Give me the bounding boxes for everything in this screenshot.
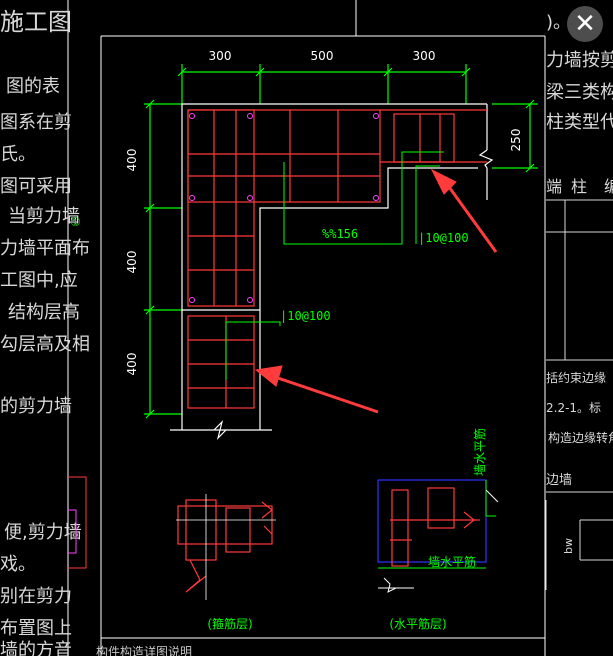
dim-top-1: 300 xyxy=(209,49,232,63)
detail-horizontal-bar-label: 墙水平筋 xyxy=(428,554,476,569)
dim-left-1: 400 xyxy=(125,149,139,172)
table-header-cell: 编 xyxy=(604,177,613,196)
left-bracket-marks xyxy=(68,476,87,569)
right-panel-note: 2.2-1。标 xyxy=(546,401,601,415)
left-panel-line: 工图中,应 xyxy=(0,270,78,291)
table-header-cell: 柱 xyxy=(571,177,587,196)
callout-stirrup-top: |10@100 xyxy=(418,231,469,245)
callout-leaders xyxy=(225,151,444,380)
callout-156: %%156 xyxy=(322,227,358,241)
left-panel-title: 施工图 xyxy=(0,8,72,36)
dimension-lines xyxy=(144,64,538,419)
callout-texts: %%156 |10@100 |10@100 xyxy=(280,227,469,323)
left-panel: 施工图 图的表 图系在剪 氏。 图可采用 当剪力墙 力墙平面布 工图中,应 结构… xyxy=(0,8,90,656)
right-panel-table-lines xyxy=(545,199,613,590)
left-panel-line: 墙的方音 xyxy=(0,640,72,656)
wall-outline xyxy=(170,103,494,440)
rebar-plan xyxy=(187,109,487,409)
sheet-frame xyxy=(67,0,546,656)
right-panel-line: 梁三类构件 xyxy=(546,82,613,103)
left-panel-line: 便,剪力墙 xyxy=(4,522,82,543)
detail-stirrup-layer xyxy=(177,499,273,593)
right-panel-bw-label: bw xyxy=(562,538,575,554)
close-icon: ✕ xyxy=(574,9,596,39)
close-button[interactable]: ✕ xyxy=(567,6,603,42)
left-panel-line: 氏。 xyxy=(0,144,36,165)
right-panel-top-mark: )。 xyxy=(546,12,571,33)
detail-horizontal-layer xyxy=(377,479,499,593)
left-panel-line: 戏。 xyxy=(0,554,36,575)
left-panel-line: 别在剪力 xyxy=(0,586,72,607)
right-panel-wall-label: 边墙 xyxy=(546,473,572,488)
dim-top-2: 500 xyxy=(311,49,334,63)
right-panel-line: 柱类型代 xyxy=(546,112,613,133)
dim-right: 250 xyxy=(509,129,523,152)
left-panel-line: 图系在剪 xyxy=(0,112,72,133)
detail-stirrup-outline xyxy=(176,494,276,600)
table-header-cell: 端 xyxy=(546,177,562,196)
dim-top-3: 300 xyxy=(413,49,436,63)
left-panel-line: 图可采用 xyxy=(0,176,72,197)
corner-bars xyxy=(189,113,379,303)
left-panel-line: 结构层高 xyxy=(8,302,80,323)
left-panel-line: 勾层高及相 xyxy=(0,334,90,355)
left-panel-line: 力墙平面布 xyxy=(0,238,90,259)
detail-stirrup-label: (箍筋层) xyxy=(207,616,252,631)
right-panel-note: 括约束边缘 xyxy=(546,370,606,385)
left-panel-marker: ① xyxy=(70,215,81,229)
dimension-texts: 300 500 300 400 400 400 250 xyxy=(125,49,523,375)
left-panel-line: 布置图上 xyxy=(0,618,72,639)
left-panel-line: 的剪力墙 xyxy=(0,396,72,417)
detail-vertical-bar-label: 墙水平筋 xyxy=(472,428,487,476)
bottom-caption: 构件构造详图说明 xyxy=(96,644,192,656)
dim-left-3: 400 xyxy=(125,353,139,376)
detail-horizontal-layer-label: (水平筋层) xyxy=(389,616,446,631)
left-panel-line: 图的表 xyxy=(6,76,60,97)
left-panel-line: 当剪力墙 xyxy=(8,206,80,227)
dim-left-2: 400 xyxy=(125,251,139,274)
annotation-arrows xyxy=(254,168,498,414)
right-panel-note: 构造边缘转角 xyxy=(548,430,613,445)
right-panel: )。 力墙按剪 梁三类构件 柱类型代 端 柱 编 括约束边缘 2.2-1。标 构… xyxy=(546,12,613,554)
callout-stirrup-bottom: |10@100 xyxy=(280,309,331,323)
right-panel-line: 力墙按剪 xyxy=(546,50,613,71)
